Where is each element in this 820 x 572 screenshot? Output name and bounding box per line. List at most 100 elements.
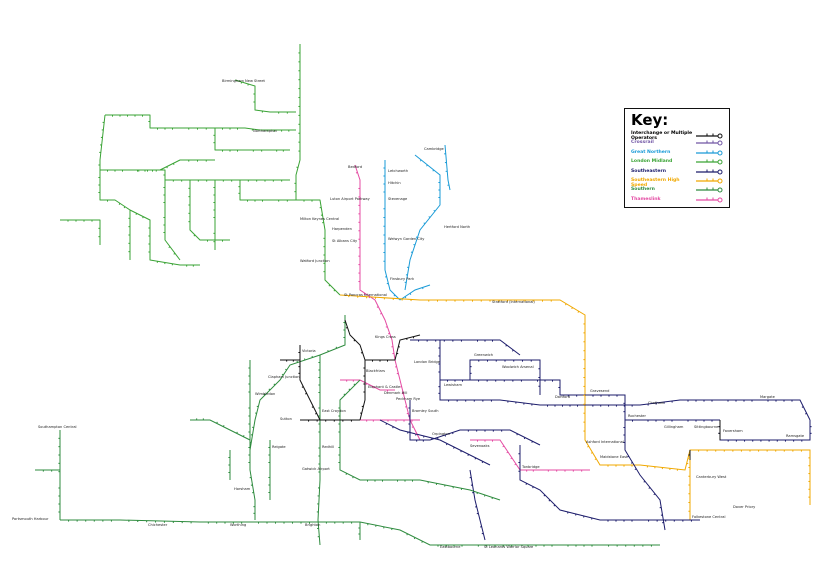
station-tick [453, 446, 455, 449]
station-tick [484, 494, 486, 497]
station-tick [404, 296, 407, 299]
station-tick [236, 431, 238, 434]
station-tick [343, 393, 346, 396]
label-bedford: Bedford [348, 165, 362, 169]
label-cambridge: Cambridge [424, 147, 445, 151]
station-tick [525, 483, 528, 485]
key-line-symbol [696, 159, 723, 165]
label-welwyn: Welwyn Garden City [388, 237, 425, 241]
station-tick [432, 169, 435, 172]
label-harpenden: Harpenden [332, 227, 352, 231]
label-dover: Dover Priory [733, 505, 756, 509]
station-tick [571, 307, 573, 310]
station-tick [392, 426, 394, 429]
label-lewisham: Lewisham [444, 383, 462, 387]
station-tick [360, 352, 363, 354]
label-folkestone: Folkestone Central [692, 515, 726, 519]
label-gravesend: Gravesend [590, 389, 609, 393]
key-line-symbol [696, 187, 723, 193]
station-tick [242, 435, 245, 437]
station-tick [410, 251, 413, 253]
label-sevenoaks: Sevenoaks [470, 444, 490, 448]
key-item-label: Great Northern [631, 149, 671, 155]
label-hertford: Hertford North [444, 225, 470, 229]
station-tick [311, 355, 313, 358]
station-tick [168, 246, 171, 249]
key-item-label: Crossrail [631, 140, 654, 146]
label-bromley: Bromley South [412, 409, 439, 413]
station-tick [421, 541, 423, 543]
label-faversham: Faversham [723, 429, 743, 433]
label-worthing: Worthing [230, 523, 246, 527]
label-maidstone: Maidstone East [600, 455, 628, 459]
station-tick [385, 326, 388, 328]
label-ramsgate: Ramsgate [786, 434, 805, 438]
key-item-label: Southeastern [631, 168, 666, 174]
label-brighton: Brighton [305, 523, 320, 527]
key-item-label: Southeastern High Speed [631, 178, 680, 188]
station-tick [643, 480, 646, 483]
key-line-symbol [696, 140, 723, 146]
station-tick [653, 493, 656, 496]
london-midland-line [60, 44, 341, 296]
label-st-albans: St Albans City [332, 239, 358, 243]
label-hastings: St Leonards Warrior Square [484, 545, 534, 549]
station-tick [411, 426, 414, 428]
station-tick [491, 497, 493, 500]
station-tick [345, 327, 348, 329]
station-tick [587, 445, 590, 448]
station-tick [368, 296, 371, 299]
station-tick [380, 312, 382, 315]
label-birmingham: Birmingham New Street [222, 79, 266, 83]
station-tick [445, 443, 448, 446]
station-tick [311, 406, 314, 408]
station-tick [634, 468, 637, 471]
label-finsbury-park: Finsbury Park [390, 277, 415, 281]
label-redhill: Redhill [322, 445, 334, 449]
key-title: Key: [631, 111, 669, 129]
label-sittingbourne: Sittingbourne [694, 425, 719, 429]
key-line-symbol [696, 150, 723, 156]
station-tick [428, 216, 431, 218]
station-tick [285, 368, 287, 371]
station-tick [543, 494, 546, 497]
station-tick [452, 432, 454, 435]
label-southampton: Southampton Central [38, 425, 77, 429]
station-tick [423, 222, 426, 225]
station-tick [419, 159, 422, 162]
label-reigate: Reigate [272, 445, 286, 449]
station-tick [172, 163, 175, 165]
label-wimbledon: Wimbledon [255, 392, 275, 396]
label-chatham: Chatham [648, 401, 665, 405]
key-item-label: Interchange or Multiple Operators [631, 131, 693, 141]
label-sutton: Sutton [280, 417, 292, 421]
label-portsmouth: Portsmouth Harbour [12, 517, 49, 521]
station-tick [511, 349, 514, 352]
station-tick [433, 209, 436, 212]
southern-line [35, 315, 660, 546]
label-elephant: Elephant & Castle [368, 385, 401, 389]
station-tick [353, 383, 356, 386]
station-tick [801, 406, 804, 408]
station-tick [444, 434, 446, 437]
station-tick [263, 393, 266, 396]
label-clapham: Clapham Junction [268, 375, 300, 379]
label-margate: Margate [760, 395, 776, 399]
label-orpington: Orpington [432, 432, 450, 436]
station-tick [474, 457, 477, 460]
station-tick [118, 203, 121, 205]
station-tick [502, 445, 505, 448]
station-tick [577, 310, 580, 313]
station-tick [437, 437, 439, 440]
station-tick [514, 463, 517, 466]
station-tick [222, 425, 225, 427]
station-tick [476, 492, 478, 495]
label-luton: Luton Airport Parkway [330, 197, 371, 201]
label-watford: Watford Junction [300, 259, 330, 263]
label-dartford: Dartford [555, 395, 570, 399]
station-tick [805, 412, 807, 415]
label-london-bridge: London Bridge [414, 360, 441, 364]
thameslink-line [340, 164, 590, 471]
